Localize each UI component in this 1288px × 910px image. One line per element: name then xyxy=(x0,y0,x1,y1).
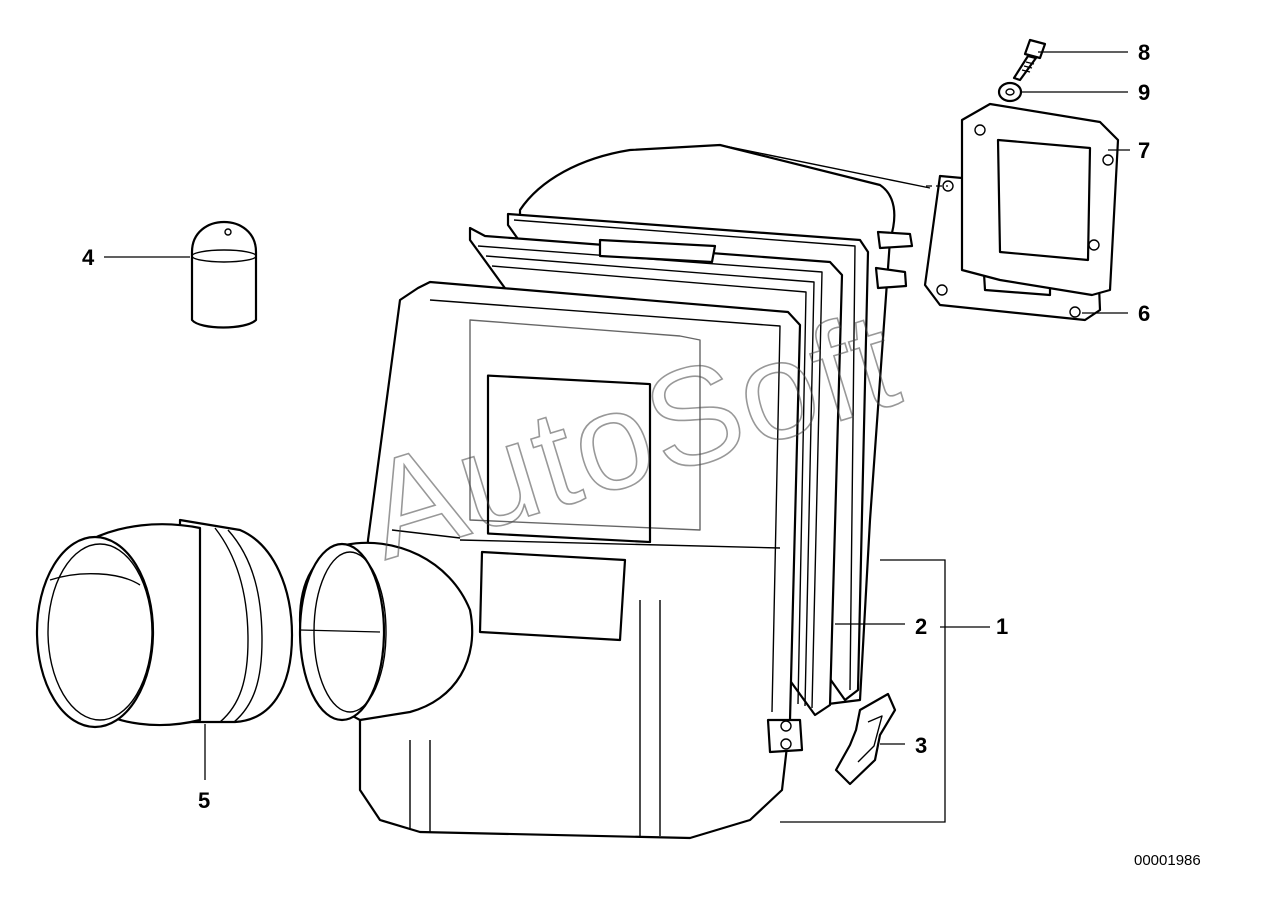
cap-part xyxy=(190,220,258,329)
callout-2: 2 xyxy=(915,614,927,639)
spring-clip-part xyxy=(834,692,897,786)
intake-rubber-boot xyxy=(35,518,381,729)
callout-8: 8 xyxy=(1138,40,1150,65)
callouts: 1 2 3 4 5 6 7 8 9 xyxy=(82,40,1150,813)
callout-5: 5 xyxy=(198,788,210,813)
callout-4: 4 xyxy=(82,245,95,270)
callout-7: 7 xyxy=(1138,138,1150,163)
callout-3: 3 xyxy=(915,733,927,758)
leader-lines xyxy=(104,51,1130,823)
callout-1: 1 xyxy=(996,614,1008,639)
callout-9: 9 xyxy=(1138,80,1150,105)
bolt-part xyxy=(1012,38,1047,82)
mounting-plate-part xyxy=(960,102,1120,297)
air-filter-housing-front xyxy=(358,280,804,840)
callout-6: 6 xyxy=(1138,301,1150,326)
diagram-reference-number: 00001986 xyxy=(1134,852,1201,869)
housing-intake-snout xyxy=(298,541,474,722)
washer-part xyxy=(997,81,1023,103)
